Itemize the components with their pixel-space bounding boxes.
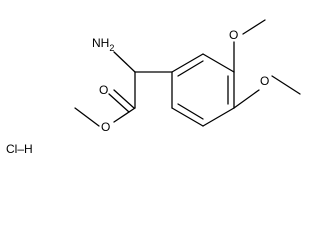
carbonyl-to-ester-o-bond: [113, 107, 136, 123]
carbonyl-double-bond-2: [108, 93, 130, 113]
ring-to-methoxy4-o-bond: [233, 89, 260, 109]
amine-label: NH2: [92, 36, 114, 53]
carbonyl-oxygen-label: O: [99, 83, 108, 97]
benzene-ring: [171, 53, 235, 127]
methoxy3-methyl-bond: [242, 19, 266, 35]
chemical-structure: NH2 O O O O Cl–H: [6, 19, 301, 155]
hcl-label: Cl–H: [6, 142, 33, 155]
methoxy3-oxygen-label: O: [229, 28, 238, 42]
ester-methyl-bond: [74, 107, 100, 127]
methoxy4-methyl-bond: [271, 75, 301, 95]
ester-oxygen-label: O: [101, 120, 110, 134]
carbonyl-double-bond-1: [113, 89, 135, 109]
methoxy4-oxygen-label: O: [260, 74, 269, 88]
alpha-to-amine-bond: [113, 51, 136, 73]
